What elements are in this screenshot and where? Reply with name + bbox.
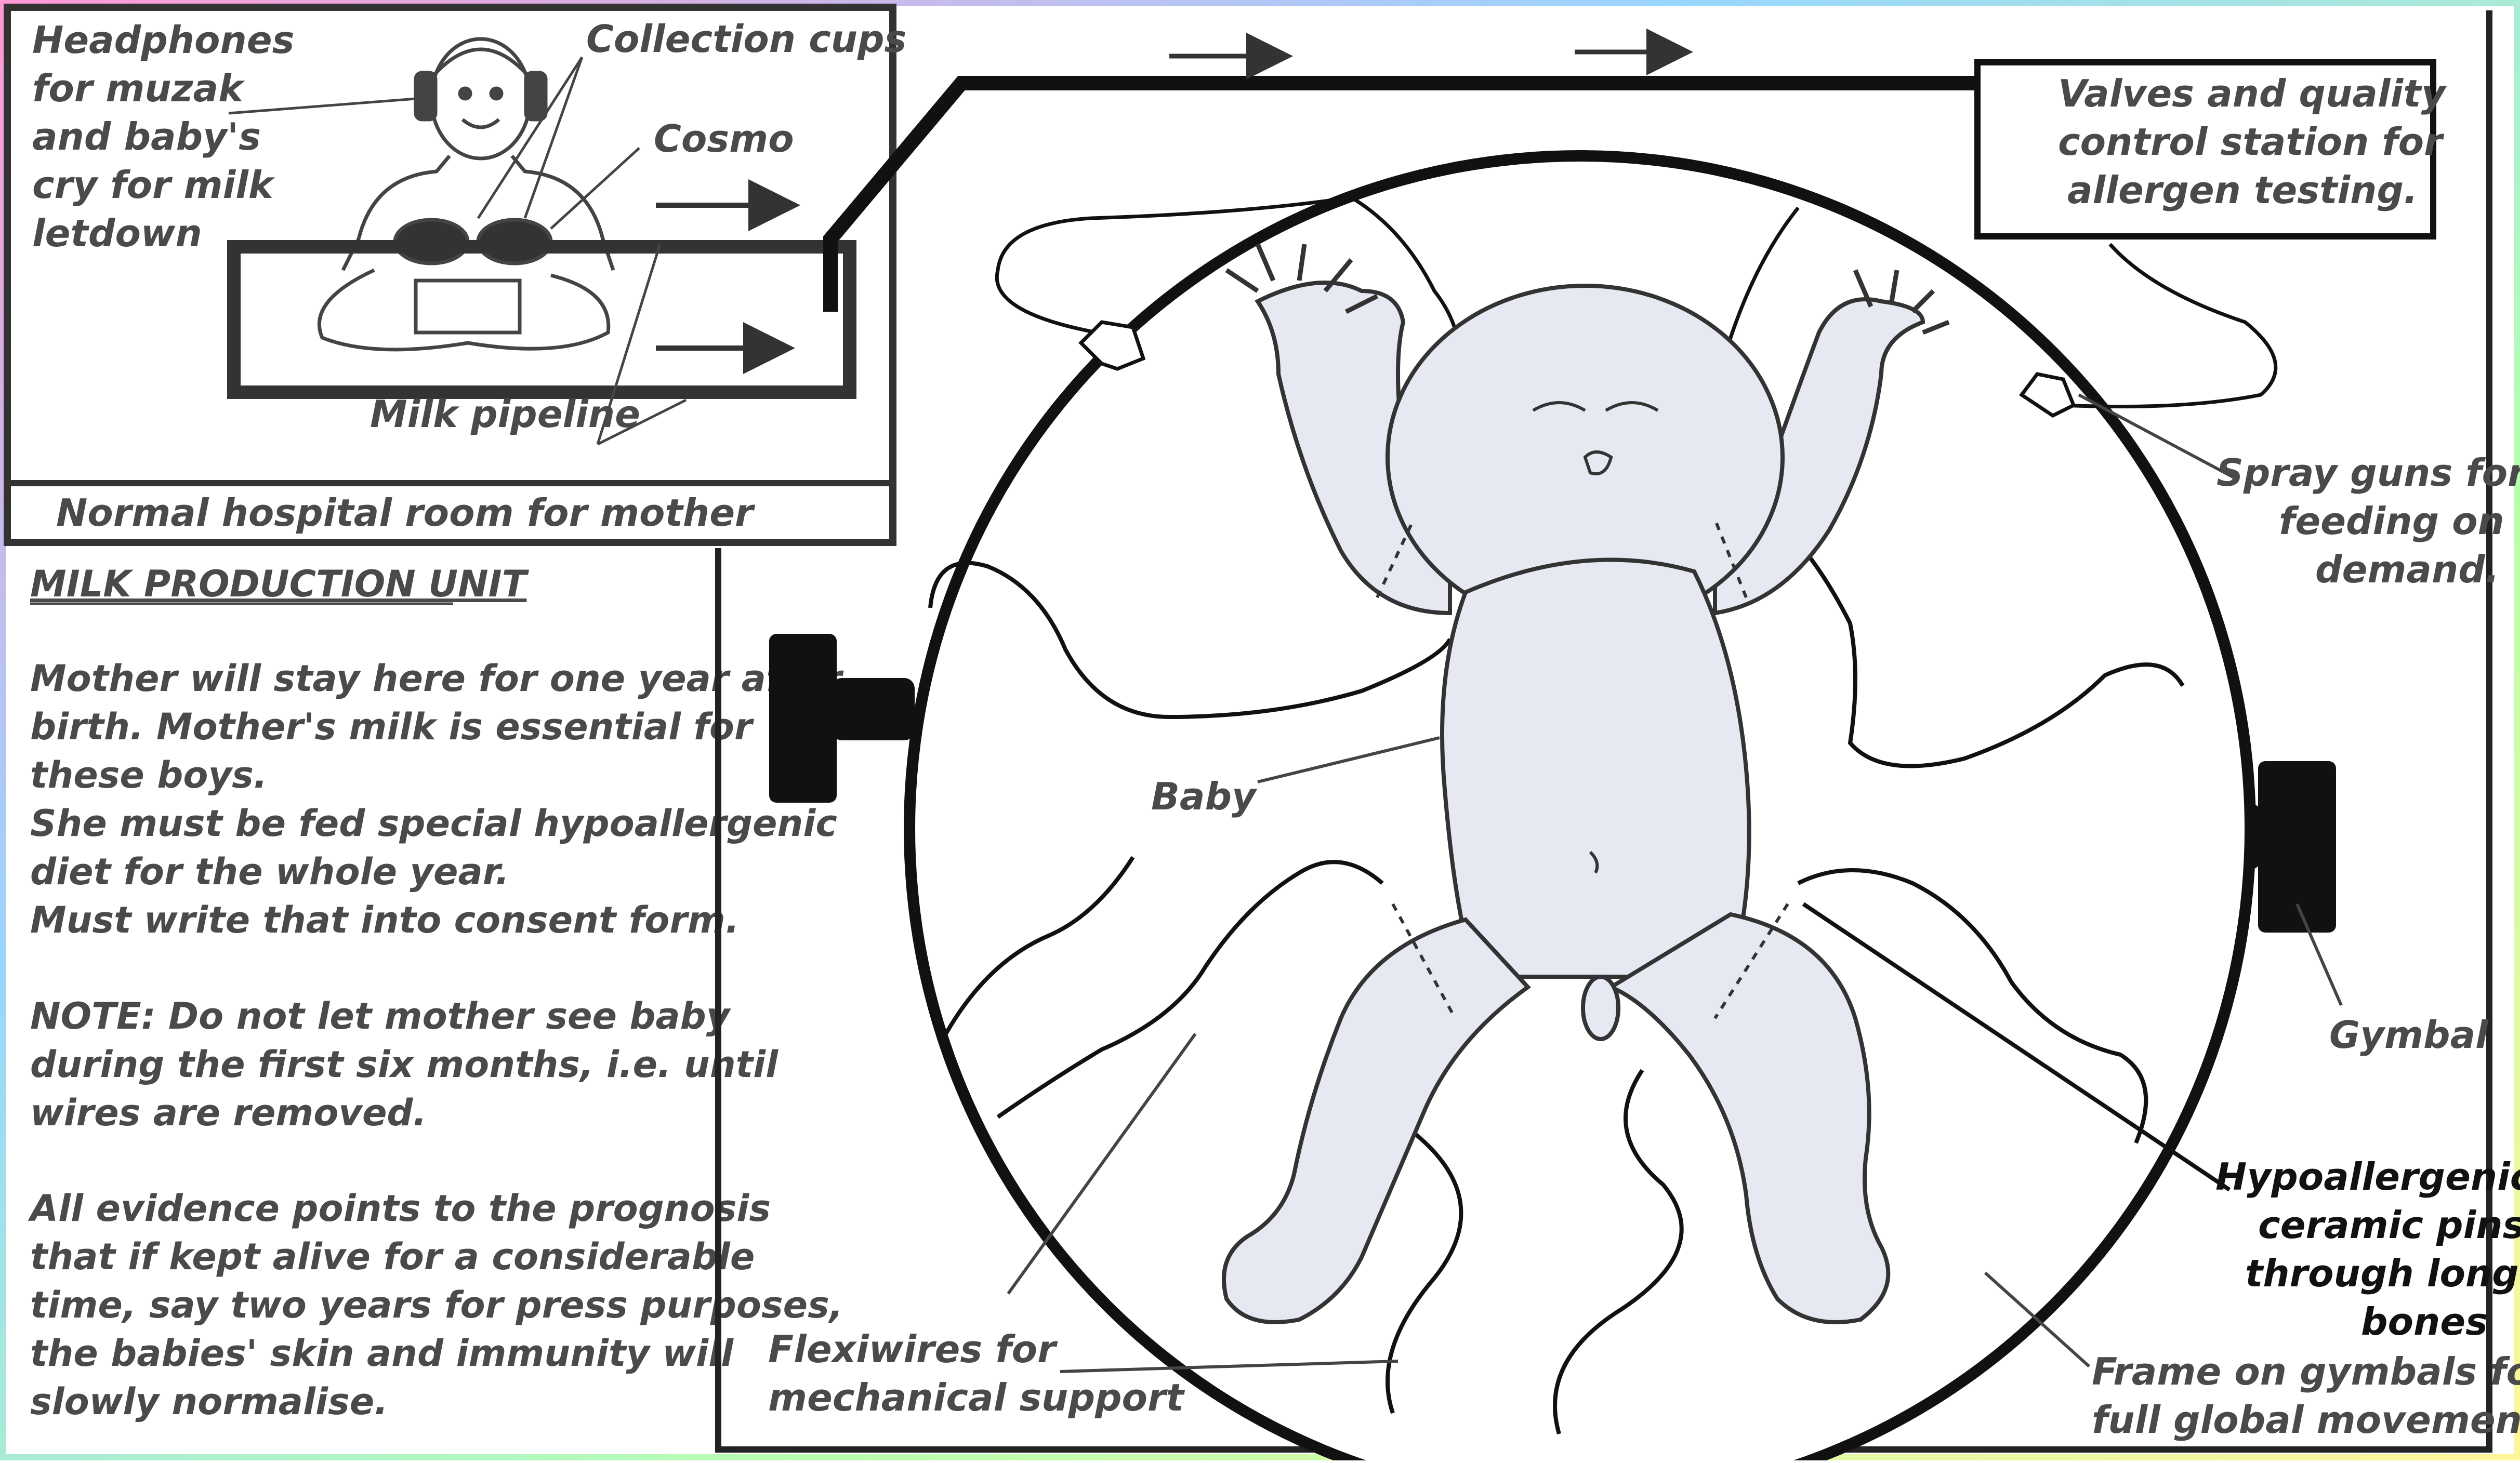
svg-text:ceramic pins: ceramic pins — [2258, 1203, 2520, 1247]
svg-text:Must write that into consent f: Must write that into consent form. — [30, 899, 739, 941]
svg-text:Hypoallergenic: Hypoallergenic — [2215, 1155, 2520, 1199]
collection-cups-label: Collection cups — [586, 17, 906, 61]
gymbal-label: Gymbal — [2329, 1013, 2489, 1057]
svg-text:these boys.: these boys. — [30, 754, 267, 796]
svg-text:allergen testing.: allergen testing. — [2067, 168, 2418, 212]
hospital-room-panel: Headphones for muzak and baby's cry for … — [7, 7, 906, 542]
svg-text:for muzak: for muzak — [32, 66, 245, 110]
cosmo-label: Cosmo — [654, 117, 794, 161]
headphones-label: Headphones for muzak and baby's cry for … — [32, 18, 294, 255]
svg-text:Frame on gymbals for: Frame on gymbals for — [2092, 1350, 2520, 1393]
svg-text:Valves and quality: Valves and quality — [2058, 72, 2447, 115]
svg-text:All evidence points to the pro: All evidence points to the prognosis — [28, 1187, 771, 1230]
feeding-frame: Valves and quality control station for a… — [718, 10, 2520, 1460]
svg-text:NOTE: Do not let mother see ba: NOTE: Do not let mother see baby — [30, 995, 732, 1038]
svg-text:diet for the whole year.: diet for the whole year. — [30, 850, 509, 893]
left-gymbal — [769, 634, 915, 803]
svg-text:mechanical support: mechanical support — [768, 1376, 1185, 1419]
valves-label: Valves and quality control station for a… — [2058, 72, 2447, 212]
svg-text:during the first six months, i: during the first six months, i.e. until — [30, 1043, 779, 1086]
svg-text:wires are removed.: wires are removed. — [30, 1092, 427, 1134]
svg-text:slowly normalise.: slowly normalise. — [30, 1380, 388, 1423]
svg-text:control station for: control station for — [2058, 120, 2445, 164]
svg-text:Spray guns for: Spray guns for — [2216, 451, 2520, 495]
milk-pipeline — [234, 247, 850, 392]
flexiwires-label: Flexiwires for mechanical support — [768, 1327, 1185, 1419]
milk-pipeline-label: Milk pipeline — [370, 392, 640, 436]
svg-text:cry for milk: cry for milk — [32, 163, 275, 207]
svg-text:letdown: letdown — [32, 211, 202, 255]
svg-text:bones: bones — [2361, 1300, 2488, 1344]
hospital-room-label: Normal hospital room for mother — [56, 491, 756, 535]
mother-sketch — [319, 39, 613, 350]
svg-text:demand.: demand. — [2315, 548, 2499, 591]
spray-guns-label: Spray guns for feeding on demand. — [2216, 451, 2520, 591]
ceramic-pins-label: Hypoallergenic ceramic pins through long… — [2215, 1155, 2520, 1344]
svg-text:birth. Mother's milk is essent: birth. Mother's milk is essential for — [30, 706, 755, 748]
svg-text:the babies' skin and immunity: the babies' skin and immunity will — [30, 1332, 734, 1375]
svg-text:full global movement.: full global movement. — [2092, 1398, 2520, 1442]
frame-label: Frame on gymbals for full global movemen… — [2092, 1350, 2520, 1442]
svg-text:Mother will stay here for one: Mother will stay here for one year after — [30, 657, 844, 700]
svg-text:Headphones: Headphones — [32, 18, 294, 62]
notes-heading: MILK PRODUCTION UNIT — [30, 563, 530, 605]
svg-text:through long: through long — [2245, 1252, 2519, 1295]
svg-text:and baby's: and baby's — [32, 115, 261, 158]
notes-block: MILK PRODUCTION UNIT Mother will stay he… — [28, 563, 844, 1423]
svg-text:Flexiwires for: Flexiwires for — [768, 1327, 1058, 1371]
baby-label: Baby — [1151, 775, 1258, 818]
svg-text:that if kept alive for a consi: that if kept alive for a considerable — [30, 1235, 755, 1278]
svg-text:feeding on: feeding on — [2279, 499, 2504, 543]
